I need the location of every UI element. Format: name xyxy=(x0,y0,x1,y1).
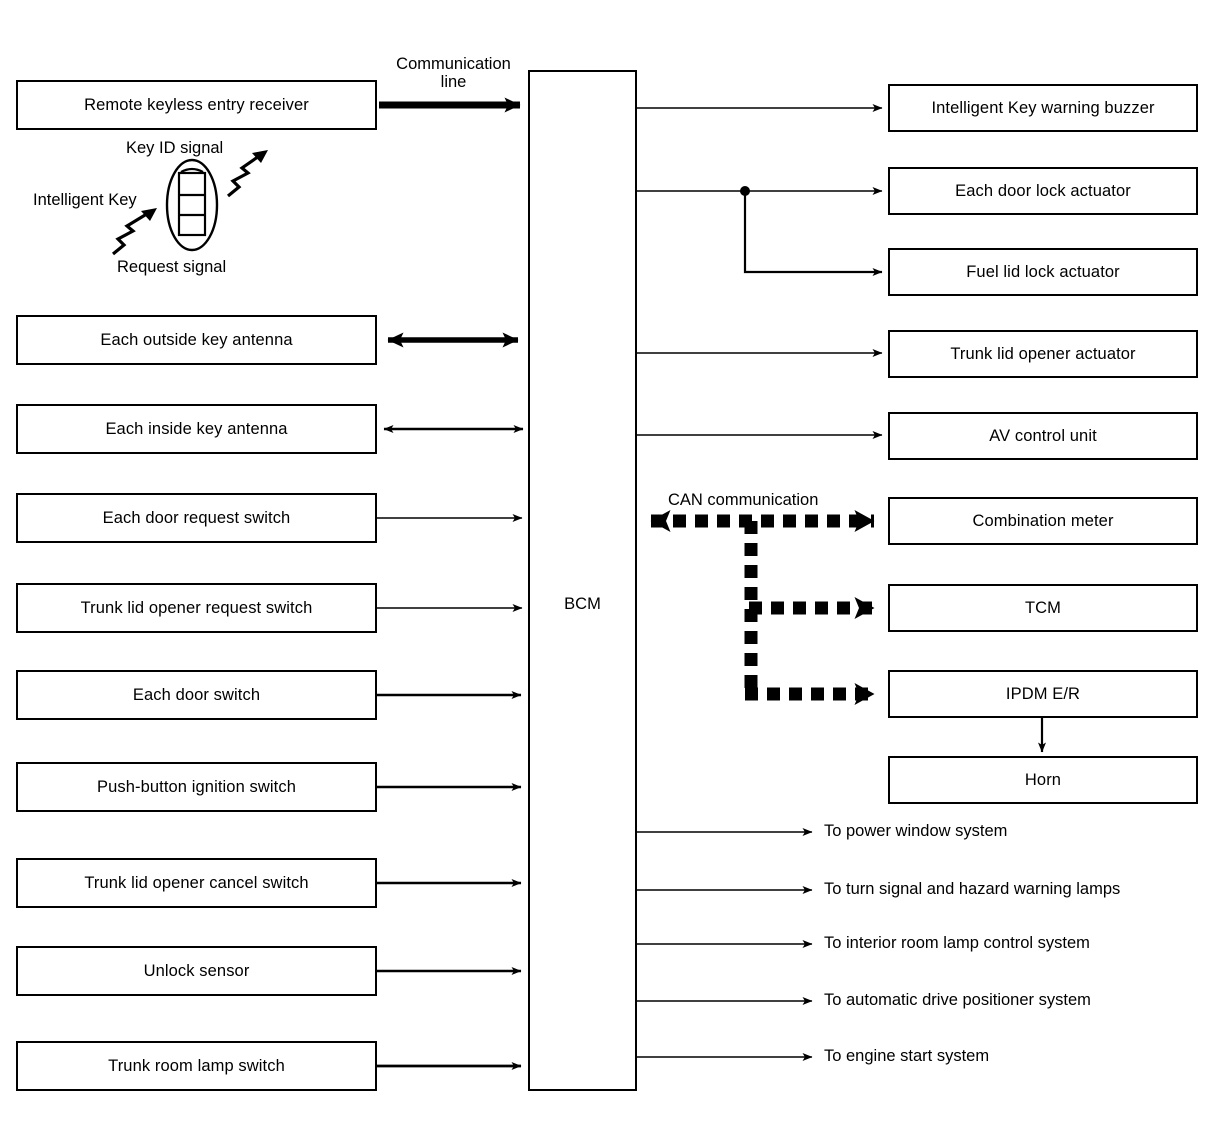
to-automatic-drive-positioner-system-label: To automatic drive positioner system xyxy=(824,991,1091,1009)
communication-line-label-line2: line xyxy=(440,73,467,92)
trunk-lid-opener-actuator-label: Trunk lid opener actuator xyxy=(950,344,1136,363)
trunk-lid-opener-cancel-switch[interactable]: Trunk lid opener cancel switch xyxy=(16,858,377,908)
unlock-sensor[interactable]: Unlock sensor xyxy=(16,946,377,996)
each-outside-key-antenna-label: Each outside key antenna xyxy=(100,330,293,349)
to-engine-start-system-label: To engine start system xyxy=(824,1047,990,1065)
remote-keyless-entry-receiver[interactable]: Remote keyless entry receiver xyxy=(16,80,377,130)
combination-meter-label: Combination meter xyxy=(972,511,1114,530)
unlock-sensor-label: Unlock sensor xyxy=(143,961,250,980)
request-signal-arrow-icon xyxy=(111,208,157,256)
tcm[interactable]: TCM xyxy=(888,584,1198,632)
combination-meter[interactable]: Combination meter xyxy=(888,497,1198,545)
horn[interactable]: Horn xyxy=(888,756,1198,804)
ipdm-er[interactable]: IPDM E/R xyxy=(888,670,1198,718)
intelligent-key-warning-buzzer[interactable]: Intelligent Key warning buzzer xyxy=(888,84,1198,132)
intelligent-key-warning-buzzer-label: Intelligent Key warning buzzer xyxy=(931,98,1155,117)
fuel-lid-lock-actuator-label: Fuel lid lock actuator xyxy=(966,262,1120,281)
each-door-lock-actuator-label: Each door lock actuator xyxy=(955,181,1131,200)
to-interior-room-lamp-control-system-label: To interior room lamp control system xyxy=(824,934,1090,952)
each-door-switch[interactable]: Each door switch xyxy=(16,670,377,720)
trunk-lid-opener-actuator[interactable]: Trunk lid opener actuator xyxy=(888,330,1198,378)
tcm-label: TCM xyxy=(1024,598,1062,617)
trunk-room-lamp-switch[interactable]: Trunk room lamp switch xyxy=(16,1041,377,1091)
can-communication-label: CAN communication xyxy=(668,491,819,509)
push-button-ignition-switch[interactable]: Push-button ignition switch xyxy=(16,762,377,812)
intelligent-key-icon xyxy=(165,158,219,252)
ipdm-er-label: IPDM E/R xyxy=(1005,684,1081,703)
each-inside-key-antenna-label: Each inside key antenna xyxy=(105,419,288,438)
bcm-unit[interactable] xyxy=(528,70,637,1091)
av-control-unit-label: AV control unit xyxy=(989,426,1097,445)
key-id-signal-label: Key ID signal xyxy=(126,139,224,157)
communication-line-label: Communication line xyxy=(376,55,531,92)
intelligent-key-label: Intelligent Key xyxy=(33,191,137,209)
each-door-request-switch-label: Each door request switch xyxy=(102,508,291,527)
to-power-window-system-label: To power window system xyxy=(824,822,1008,840)
av-control-unit[interactable]: AV control unit xyxy=(888,412,1198,460)
fuel-lid-lock-actuator[interactable]: Fuel lid lock actuator xyxy=(888,248,1198,296)
each-door-switch-label: Each door switch xyxy=(132,685,261,704)
horn-label: Horn xyxy=(1024,770,1062,789)
each-inside-key-antenna[interactable]: Each inside key antenna xyxy=(16,404,377,454)
trunk-lid-opener-cancel-switch-label: Trunk lid opener cancel switch xyxy=(84,873,309,892)
remote-keyless-entry-receiver-label: Remote keyless entry receiver xyxy=(84,95,309,114)
trunk-room-lamp-switch-label: Trunk room lamp switch xyxy=(108,1056,285,1075)
communication-line-label-line1: Communication xyxy=(396,55,511,73)
each-outside-key-antenna[interactable]: Each outside key antenna xyxy=(16,315,377,365)
request-signal-label: Request signal xyxy=(117,258,227,276)
connector-each-door-lock-actuator xyxy=(637,186,883,276)
each-door-lock-actuator[interactable]: Each door lock actuator xyxy=(888,167,1198,215)
trunk-lid-opener-request-switch-label: Trunk lid opener request switch xyxy=(80,598,313,617)
bcm-label: BCM xyxy=(564,595,601,613)
trunk-lid-opener-request-switch[interactable]: Trunk lid opener request switch xyxy=(16,583,377,633)
to-turn-signal-and-hazard-warning-lamps-label: To turn signal and hazard warning lamps xyxy=(824,880,1121,898)
push-button-ignition-switch-label: Push-button ignition switch xyxy=(97,777,296,796)
key-id-signal-arrow-icon xyxy=(226,150,268,198)
each-door-request-switch[interactable]: Each door request switch xyxy=(16,493,377,543)
can-bus xyxy=(650,510,875,705)
